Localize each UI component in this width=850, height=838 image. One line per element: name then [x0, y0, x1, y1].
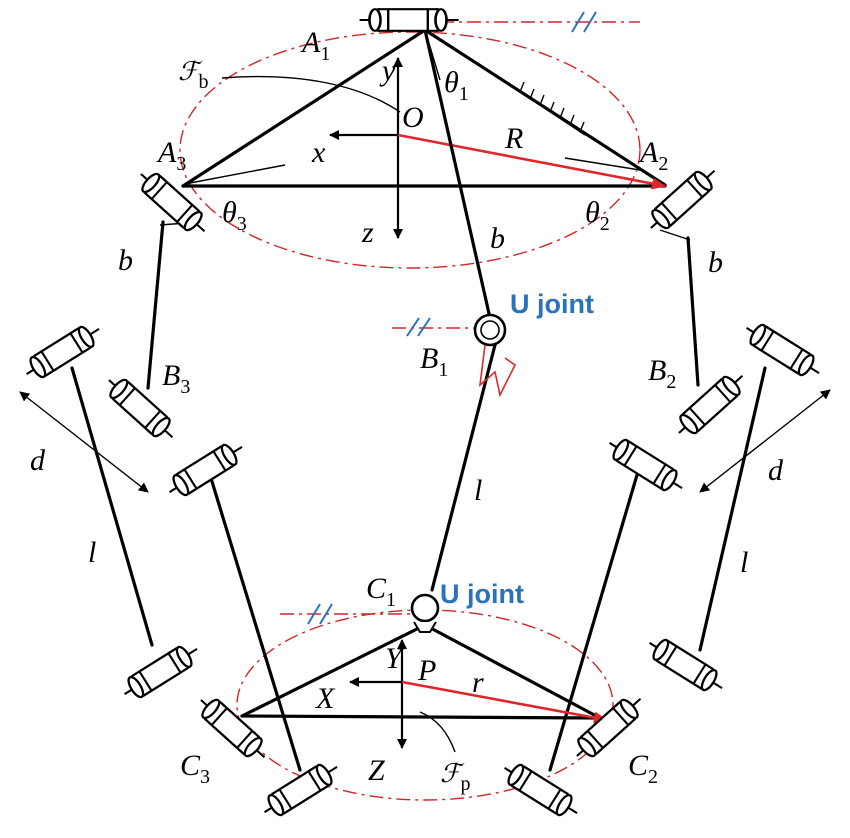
label-b2: B2: [648, 354, 676, 393]
vector-r: [401, 680, 608, 724]
label-c1: C1: [366, 572, 396, 611]
fb-pointer: [221, 75, 401, 113]
arm-l-center: [430, 343, 497, 592]
label-theta3: θ3: [222, 196, 247, 235]
joint-b2-lower: [602, 432, 690, 499]
label-X: X: [315, 682, 336, 715]
label-b-center: b: [490, 222, 505, 255]
label-ujoint-top: U joint: [510, 289, 594, 319]
label-Y: Y: [385, 642, 405, 675]
joint-b2-upper: [739, 317, 827, 384]
joint-b3-upper: [19, 318, 107, 385]
d-arrow-left: [19, 391, 149, 493]
joint-b2-mid: [670, 366, 752, 443]
platform-edge-c1-c3: [240, 623, 427, 718]
label-theta2: θ2: [585, 196, 610, 235]
fp-pointer: [419, 711, 456, 753]
joint-c3-mid: [192, 690, 274, 767]
label-ujoint-bottom: U joint: [440, 579, 524, 609]
base-edge-a1-a3: [181, 28, 427, 188]
label-l-left: l: [88, 536, 96, 569]
label-l-right: l: [740, 546, 748, 579]
platform-circle: [236, 609, 614, 801]
label-d-right: d: [768, 454, 784, 487]
label-z: z: [361, 216, 374, 249]
theta2-tick: [659, 229, 691, 241]
label-c3: C3: [180, 749, 210, 788]
joint-c2-lower: [497, 757, 585, 824]
label-theta1: θ1: [444, 66, 469, 105]
joint-c3-upper: [117, 638, 205, 705]
arm-b-right: [686, 236, 700, 387]
label-l-center: l: [474, 474, 482, 507]
base-circle: [179, 31, 641, 269]
label-b1: B1: [420, 342, 448, 381]
label-R: R: [504, 122, 523, 155]
ujoint-c1-symbol: [410, 593, 440, 633]
platform-edge-c3-c2: [240, 714, 602, 720]
left-rod-2: [208, 473, 302, 772]
label-c2: C2: [628, 749, 658, 788]
joint-c3-lower: [257, 756, 345, 823]
parallel-mark-c1: [307, 603, 333, 625]
ground-hatch: [509, 81, 586, 136]
parallel-mark-top: [571, 11, 597, 33]
label-a3: A3: [156, 136, 186, 175]
label-r: r: [472, 666, 484, 699]
theta3-arc-ref: [189, 164, 286, 184]
joint-b3-lower: [162, 436, 250, 503]
vector-R: [397, 133, 666, 190]
arm-b-center: [423, 28, 492, 320]
joint-a2: [642, 161, 724, 238]
joint-c2-upper: [642, 632, 730, 699]
joint-a1: [358, 7, 460, 33]
label-y: y: [379, 54, 396, 87]
label-d-left: d: [30, 444, 46, 477]
right-rod-2: [548, 473, 639, 772]
label-a2: A2: [638, 136, 668, 175]
theta2-arc-ref: [564, 157, 641, 171]
label-b-right: b: [708, 246, 723, 279]
label-b3: B3: [162, 359, 190, 398]
label-O: O: [402, 101, 424, 134]
platform-edge-c1-c2: [423, 623, 602, 720]
d-arrow-right: [699, 389, 831, 493]
arm-b-left: [146, 220, 165, 390]
label-x: x: [311, 136, 326, 169]
label-Z: Z: [368, 754, 385, 787]
label-Fb: ℱb: [178, 57, 208, 93]
label-Fp: ℱp: [440, 759, 470, 795]
label-b-left: b: [118, 244, 133, 277]
parallel-mark-b1: [406, 317, 431, 337]
label-P: P: [417, 654, 436, 687]
label-a1: A1: [300, 26, 330, 65]
ujoint-b1-symbol: [473, 313, 517, 398]
